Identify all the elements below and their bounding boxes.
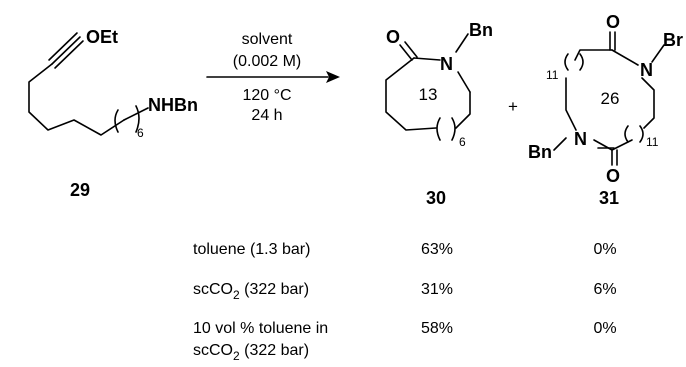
- condition-time: 24 h: [251, 107, 282, 124]
- table-row-1-yield-30: 63%: [421, 241, 453, 258]
- product-31-ring-size: 26: [601, 89, 620, 108]
- compound-number-31: 31: [599, 188, 619, 208]
- product-31-bottom-repeat-count: 11: [646, 135, 659, 149]
- plus-sign: +: [508, 97, 518, 116]
- product-31-right-substituent: Br: [663, 30, 683, 50]
- table-row-3-yield-30: 58%: [421, 320, 453, 337]
- condition-solvent: solvent: [242, 31, 293, 48]
- table-row-2-yield-31: 6%: [593, 281, 616, 298]
- product-31-top-oxygen: O: [606, 12, 620, 32]
- product-31-bottom-oxygen: O: [606, 166, 620, 186]
- table-row-3-solvent-line2-main: scCO: [193, 342, 233, 359]
- condition-temperature: 120 °C: [242, 87, 291, 104]
- table-row-3-solvent-line2-sub: 2: [233, 349, 240, 363]
- product-31-structure: [553, 31, 665, 166]
- table-row-3-solvent: 10 vol % toluene in: [193, 320, 328, 337]
- ethoxy-group-label: OEt: [86, 27, 118, 47]
- table-row-3-yield-31: 0%: [593, 320, 616, 337]
- table-row-2-solvent-sub: 2: [233, 288, 240, 302]
- reaction-arrow: [206, 71, 340, 83]
- results-table: toluene (1.3 bar) 63% 0% scCO2 (322 bar)…: [193, 241, 617, 363]
- table-row-3-solvent-line2: scCO2 (322 bar): [193, 342, 309, 363]
- reactant-repeat-count: 6: [137, 126, 144, 140]
- product-31-top-repeat-count: 11: [546, 68, 559, 82]
- table-row-2-yield-30: 31%: [421, 281, 453, 298]
- condition-concentration: (0.002 M): [233, 53, 301, 70]
- product-30-ring-size: 13: [419, 85, 438, 104]
- product-31-right-nitrogen: N: [640, 60, 653, 80]
- product-30-structure: [385, 33, 471, 141]
- product-30-repeat-count: 6: [459, 135, 466, 149]
- table-row-1-solvent: toluene (1.3 bar): [193, 241, 310, 258]
- table-row-3-solvent-line2-tail: (322 bar): [240, 342, 309, 359]
- product-31-left-nitrogen: N: [574, 129, 587, 149]
- product-31-left-substituent: Bn: [528, 142, 552, 162]
- compound-number-30: 30: [426, 188, 446, 208]
- table-row-2-solvent-tail: (322 bar): [240, 281, 309, 298]
- table-row-2-solvent: scCO2 (322 bar): [193, 281, 309, 302]
- reactant-29-structure: [28, 32, 149, 136]
- table-row-1-yield-31: 0%: [593, 241, 616, 258]
- product-30-benzyl: Bn: [469, 20, 493, 40]
- compound-number-29: 29: [70, 180, 90, 200]
- table-row-2-solvent-main: scCO: [193, 281, 233, 298]
- product-30-nitrogen: N: [440, 54, 453, 74]
- product-30-oxygen: O: [386, 27, 400, 47]
- nhbn-group-label: NHBn: [148, 95, 198, 115]
